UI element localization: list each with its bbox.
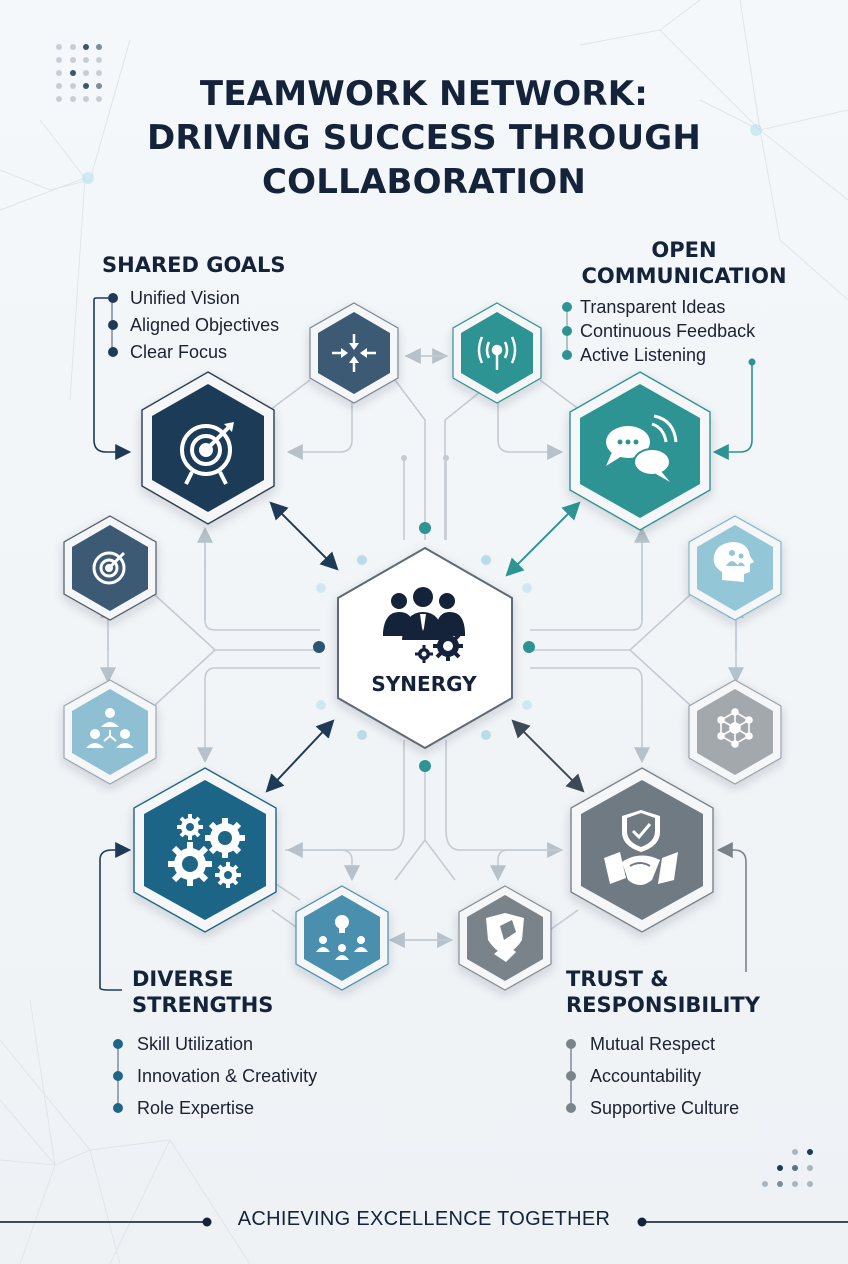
gears-icon (168, 814, 245, 888)
list-item-text: Supportive Culture (590, 1098, 740, 1118)
list-item: Unified Vision (108, 285, 279, 312)
bullet-dot (113, 1071, 123, 1081)
synergy-label: SYNERGY (371, 672, 477, 696)
bullet-dot (113, 1039, 123, 1049)
idea-team-icon (316, 915, 368, 960)
footer-tagline: ACHIEVING EXCELLENCE TOGETHER (0, 1208, 848, 1231)
mind-people-icon (713, 542, 754, 582)
list-item: Mutual Respect (566, 1028, 739, 1060)
chat-bubbles-icon (606, 414, 678, 482)
bullet-dot (113, 1103, 123, 1113)
heading-line-1: TRUST & (566, 967, 669, 991)
list-item: Innovation & Creativity (113, 1060, 317, 1092)
title-line-2: DRIVING SUCCESS THROUGH (146, 118, 702, 158)
target-arrow-icon (180, 422, 234, 485)
list-item-text: Active Listening (580, 345, 707, 365)
list-item-text: Role Expertise (137, 1098, 255, 1118)
list-item: Accountability (566, 1060, 739, 1092)
list-item: Active Listening (562, 343, 755, 367)
bullet-dot (108, 320, 118, 330)
diverse-strengths-heading: DIVERSE STRENGTHS (132, 966, 273, 1018)
focus-arrows-hexagon[interactable] (309, 302, 399, 404)
list-item: Skill Utilization (113, 1028, 317, 1060)
idea-team-hexagon[interactable] (295, 885, 389, 991)
list-item-text: Innovation & Creativity (137, 1066, 318, 1086)
heading-line-1: DIVERSE (132, 967, 234, 991)
list-item-text: Accountability (590, 1066, 702, 1086)
list-item-text: Unified Vision (130, 288, 240, 308)
list-item-text: Transparent Ideas (580, 297, 726, 317)
bullet-dot (566, 1103, 576, 1113)
list-item: Continuous Feedback (562, 319, 755, 343)
bullet-dot (562, 326, 572, 336)
diverse-strengths-list: Skill Utilization Innovation & Creativit… (113, 1028, 317, 1124)
trust-responsibility-list: Mutual Respect Accountability Supportive… (566, 1028, 739, 1124)
team-gears-icon (383, 587, 465, 663)
molecule-network-icon (717, 708, 753, 748)
shield-handshake-icon (604, 810, 678, 885)
bullet-dot (566, 1071, 576, 1081)
shared-goals-heading: SHARED GOALS (102, 253, 286, 277)
heading-line-2: COMMUNICATION (581, 264, 787, 288)
list-item: Aligned Objectives (108, 312, 279, 339)
bullet-dot (562, 302, 572, 312)
list-item-text: Clear Focus (130, 342, 228, 362)
list-item-text: Continuous Feedback (580, 321, 756, 341)
shared-goals-list: Unified Vision Aligned Objectives Clear … (108, 285, 279, 366)
open-communication-heading: OPEN COMMUNICATION (554, 237, 814, 289)
signal-antenna-icon (477, 336, 517, 370)
list-item: Supportive Culture (566, 1092, 739, 1124)
focus-arrows-icon (332, 334, 376, 372)
open-communication-list: Transparent Ideas Continuous Feedback Ac… (562, 295, 755, 367)
title-line-3: COLLABORATION (262, 162, 586, 202)
bullet-dot (108, 347, 118, 357)
team-network-icon (86, 708, 134, 748)
list-item: Transparent Ideas (562, 295, 755, 319)
title-line-1: TEAMWORK NETWORK: (199, 74, 649, 114)
target-icon (92, 551, 126, 585)
page-title: TEAMWORK NETWORK: DRIVING SUCCESS THROUG… (0, 72, 848, 204)
list-item-text: Skill Utilization (137, 1034, 254, 1054)
bullet-dot (108, 293, 118, 303)
list-item-text: Mutual Respect (590, 1034, 716, 1054)
tagline-text: ACHIEVING EXCELLENCE TOGETHER (237, 1208, 611, 1230)
heading-line-2: RESPONSIBILITY (566, 993, 760, 1017)
shield-fistbump-icon (486, 913, 524, 962)
list-item-text: Aligned Objectives (130, 315, 280, 335)
list-item: Clear Focus (108, 339, 279, 366)
trust-responsibility-heading: TRUST & RESPONSIBILITY (566, 966, 760, 1018)
bullet-dot (562, 350, 572, 360)
heading-line-2: STRENGTHS (132, 993, 274, 1017)
bullet-dot (566, 1039, 576, 1049)
list-item: Role Expertise (113, 1092, 317, 1124)
heading-line-1: OPEN (651, 238, 717, 262)
